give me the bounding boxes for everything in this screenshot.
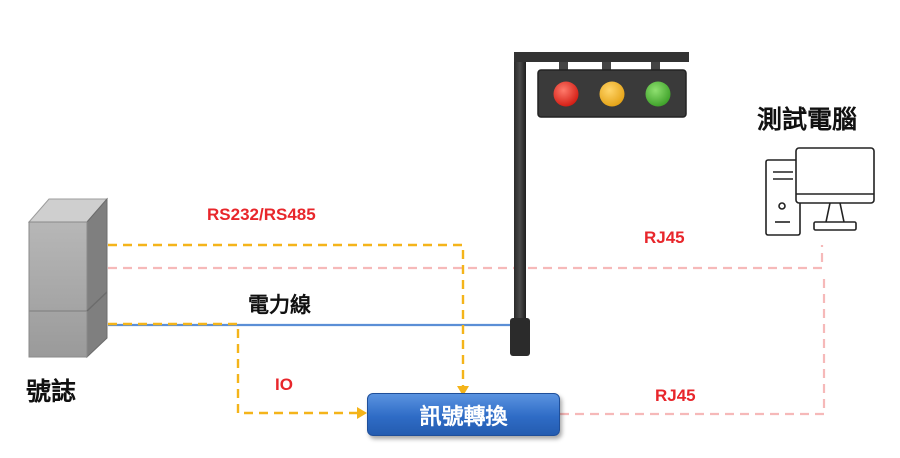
computer-icon xyxy=(765,147,875,236)
rj45-line-bottom xyxy=(560,274,826,416)
rj45-bottom-label: RJ45 xyxy=(655,386,696,405)
signal-converter-box: 訊號轉換 xyxy=(367,393,560,436)
io-line xyxy=(108,322,360,415)
yellow-lamp xyxy=(599,81,625,107)
serial-label: RS232/RS485 xyxy=(207,205,316,224)
rj45-network-lines xyxy=(108,245,826,416)
computer-label: 測試電腦 xyxy=(757,105,858,134)
red-lamp xyxy=(553,81,579,107)
controller-icon xyxy=(27,197,109,359)
green-lamp xyxy=(645,81,671,107)
io-label: IO xyxy=(275,375,293,394)
rs232-arrowhead xyxy=(457,386,469,396)
rs232-line xyxy=(108,243,465,388)
traffic-light-icon xyxy=(510,52,689,356)
signal-converter-label: 訊號轉換 xyxy=(419,404,508,430)
controller-label: 號誌 xyxy=(26,377,77,406)
rj45-top-label: RJ45 xyxy=(644,228,685,247)
rj45-line-top xyxy=(108,245,824,270)
io-arrowhead xyxy=(357,407,367,419)
power-line-label: 電力線 xyxy=(248,293,311,317)
serial-io-lines xyxy=(108,243,465,415)
